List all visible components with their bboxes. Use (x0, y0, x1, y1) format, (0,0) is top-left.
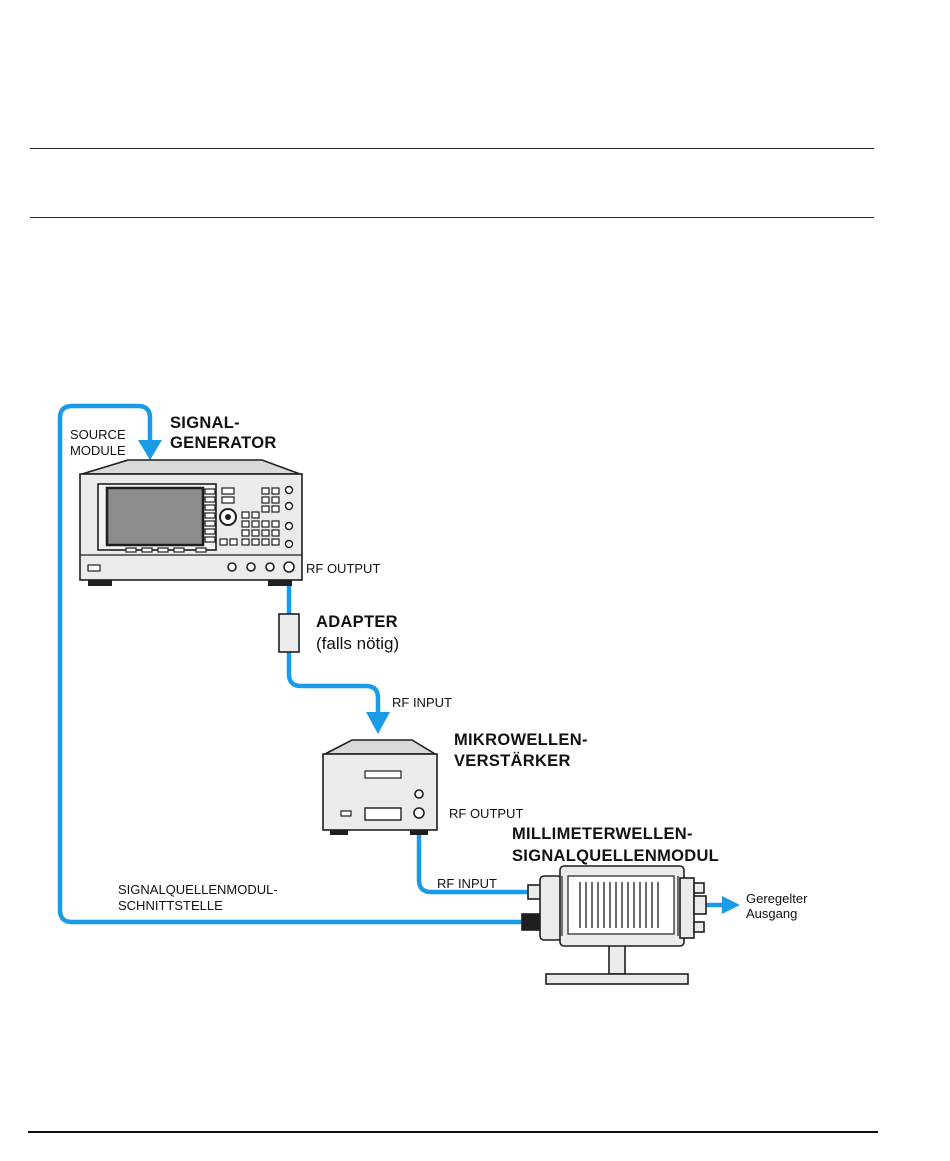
mm-output-flange (694, 896, 706, 914)
adapter-to-amp-cable (289, 652, 378, 712)
sg-softkeys (205, 489, 215, 542)
amp-power-switch (341, 811, 351, 816)
amp-top (325, 740, 435, 754)
source-module-label-2: MODULE (70, 443, 126, 458)
output-label-1: Geregelter (746, 891, 808, 906)
output-arrow (722, 896, 740, 914)
sg-top (82, 460, 300, 474)
amp-rf-output-label: RF OUTPUT (449, 806, 523, 821)
interface-label-1: SIGNALQUELLENMODUL- (118, 882, 278, 897)
mm-rf-input-label: RF INPUT (437, 876, 497, 891)
microwave-amplifier (323, 740, 437, 835)
interface-label-2: SCHNITTSTELLE (118, 898, 223, 913)
mm-body-right-cap (680, 878, 694, 938)
mm-body-left-cap (540, 876, 562, 940)
sg-screen (107, 488, 203, 545)
sg-foot-right (268, 580, 292, 586)
source-module-label-1: SOURCE (70, 427, 126, 442)
mm-stand-post (609, 944, 625, 974)
amp-rf-output-connector (414, 808, 424, 818)
sg-rf-output-label: RF OUTPUT (306, 561, 380, 576)
source-module-arrow (138, 440, 162, 460)
mm-output-connector-top (694, 883, 704, 893)
amp-knob (415, 790, 423, 798)
output-label-2: Ausgang (746, 906, 797, 921)
amplifier-title-2: VERSTÄRKER (454, 752, 571, 770)
sg-power-switch (88, 565, 100, 571)
adapter-label: ADAPTER (316, 613, 398, 631)
mm-interface-connector (522, 914, 540, 930)
mm-module-title-2: SIGNALQUELLENMODUL (512, 847, 719, 865)
signal-generator-title-2: GENERATOR (170, 434, 277, 452)
mm-source-module (522, 866, 706, 984)
signal-generator (80, 460, 302, 586)
amp-foot-right (410, 830, 428, 835)
amp-panel (365, 808, 401, 820)
amp-input-arrow (366, 712, 390, 734)
mm-stand-base (546, 974, 688, 984)
adapter-note-label: (falls nötig) (316, 634, 399, 653)
sg-rf-output-connector (284, 562, 294, 572)
amp-foot-left (330, 830, 348, 835)
mm-output-connector-bottom (694, 922, 704, 932)
adapter (279, 614, 299, 652)
signal-generator-title-1: SIGNAL- (170, 414, 240, 432)
amp-rf-input-label: RF INPUT (392, 695, 452, 710)
sg-foot-left (88, 580, 112, 586)
amp-display (365, 771, 401, 778)
amplifier-title-1: MIKROWELLEN- (454, 731, 588, 749)
mm-module-title-1: MILLIMETERWELLEN- (512, 825, 693, 843)
